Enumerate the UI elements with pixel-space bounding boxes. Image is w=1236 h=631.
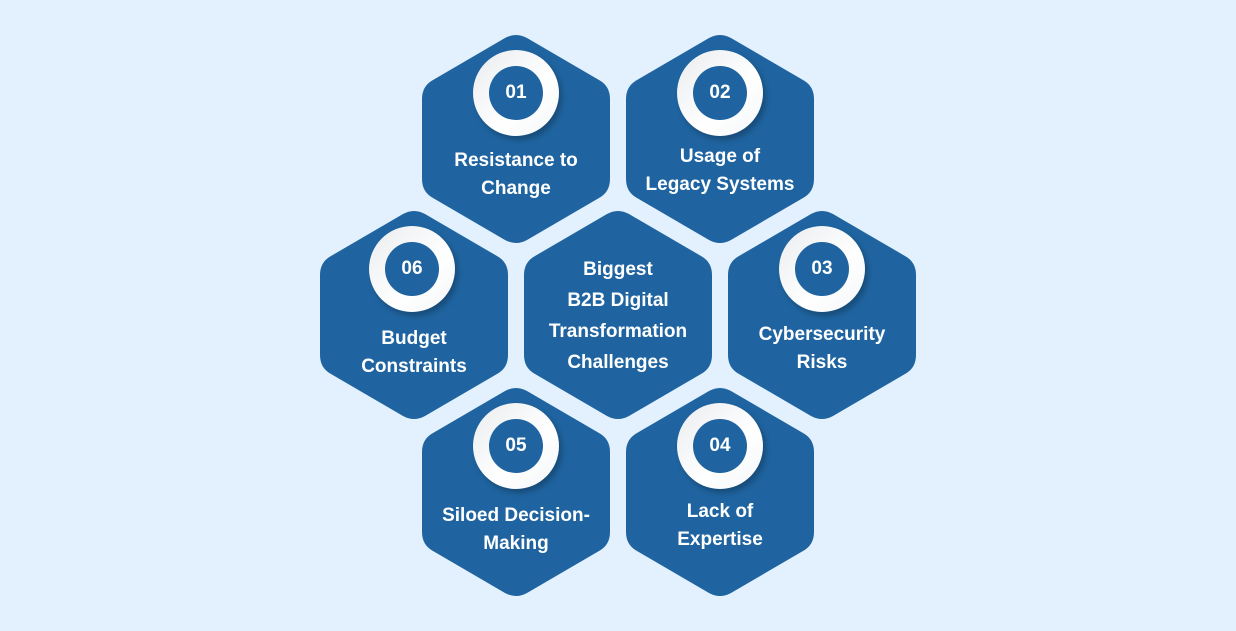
challenge-hexagon-04: 04 Lack of Expertise [625,387,815,597]
number-ring: 02 [677,50,763,136]
challenge-hexagon-06: 06 Budget Constraints [319,210,509,420]
item-label: Usage of Legacy Systems [645,146,795,195]
challenge-hexagon-02: 02 Usage of Legacy Systems [625,34,815,244]
hexagon-shape [320,211,508,419]
hexagon-shape [524,211,712,419]
item-label: Resistance to Change [454,150,578,199]
challenge-hexagon-03: 03 Cybersecurity Risks [727,210,917,420]
number-ring: 05 [473,403,559,489]
diagram-title: Biggest B2B Digital Transformation Chall… [548,259,688,373]
hexagon-shape [626,388,814,596]
challenge-hexagon-01: 01 Resistance to Change [421,34,611,244]
number-ring: 01 [473,50,559,136]
number-ring: 06 [369,226,455,312]
item-label: Budget Constraints [361,328,467,377]
item-number: 03 [795,242,849,296]
hexagon-shape [422,388,610,596]
item-number: 01 [489,66,543,120]
item-label: Cybersecurity Risks [758,324,886,373]
number-ring: 03 [779,226,865,312]
item-label: Siloed Decision- Making [442,505,590,554]
hexagon-shape [728,211,916,419]
number-ring: 04 [677,403,763,489]
hexagon-shape [422,35,610,243]
item-number: 05 [489,419,543,473]
center-hexagon: Biggest B2B Digital Transformation Chall… [523,210,713,420]
item-number: 06 [385,242,439,296]
challenge-hexagon-05: 05 Siloed Decision- Making [421,387,611,597]
item-label: Lack of Expertise [677,501,763,550]
item-number: 02 [693,66,747,120]
item-number: 04 [693,419,747,473]
hexagon-shape [626,35,814,243]
